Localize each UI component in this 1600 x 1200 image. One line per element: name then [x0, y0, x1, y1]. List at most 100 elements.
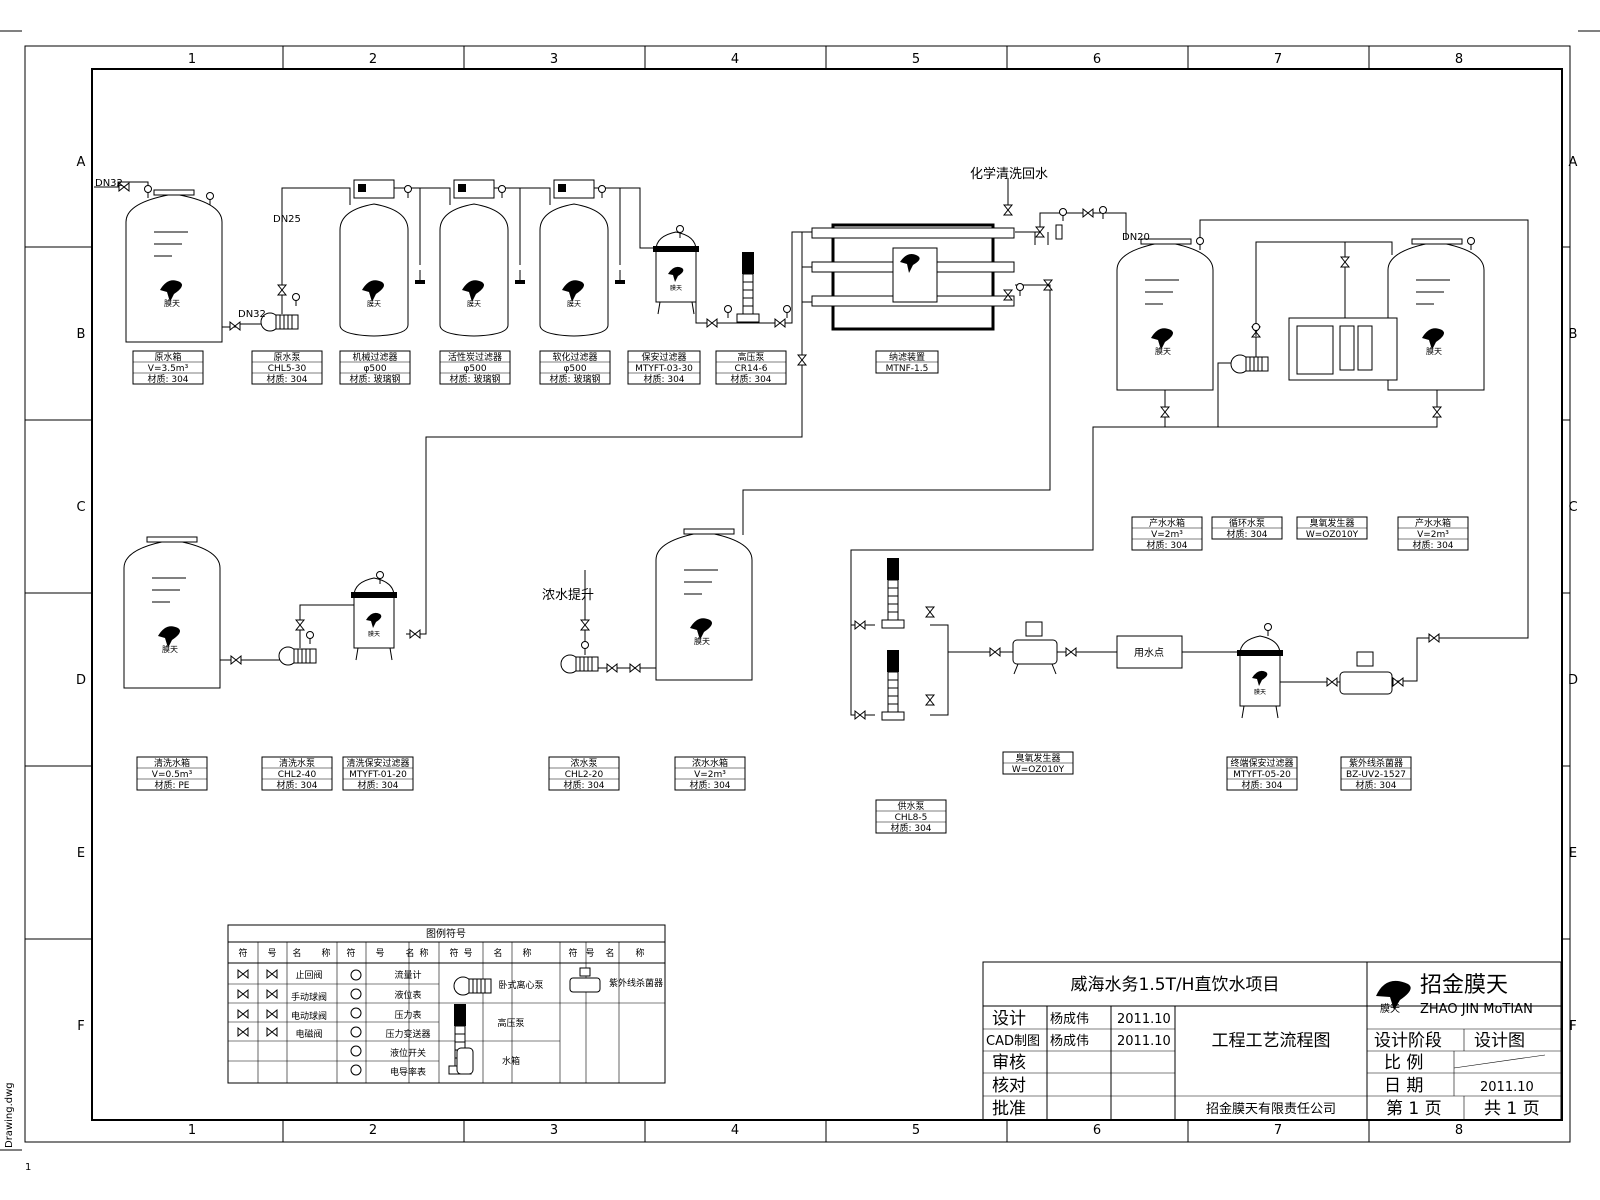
legend-col4: 紫外线杀菌器 [609, 977, 663, 989]
equipment-label-line: 软化过滤器 [552, 351, 597, 363]
equipment-label-line: V=0.5m³ [152, 770, 193, 780]
grid-row-labels-right: A B C D E F [1568, 155, 1578, 1034]
equipment-label-line: 高压泵 [737, 351, 764, 363]
signoff-name: 杨成伟 [1050, 1034, 1089, 1049]
equipment-label-line: BZ-UV2-1527 [1346, 770, 1406, 780]
equipment-label-line: 纳滤装置 [889, 351, 925, 363]
signoff-name: 杨成伟 [1050, 1012, 1089, 1027]
file-tab: Drawing.dwg [4, 1082, 15, 1148]
product-tank-symbol [1116, 241, 1214, 391]
equipment-label-line: 终端保安过滤器 [1230, 757, 1293, 769]
page-label: 第 1 页 [1386, 1099, 1442, 1119]
equipment-label-line: 原水箱 [154, 351, 181, 363]
equipment-symbols: 用水点 [118, 179, 1485, 721]
grid-col-labels-top: 1 2 3 4 5 6 7 8 [188, 52, 1463, 67]
col-label: 4 [731, 1123, 739, 1138]
equipment-label-line: 紫外线杀菌器 [1349, 757, 1403, 769]
equipment-label-line: 材质: 304 [1412, 539, 1453, 551]
legend-header: 名 [292, 947, 301, 959]
raw-tank-symbol [125, 193, 223, 343]
signoff-label: 批准 [992, 1099, 1026, 1119]
water-point-label: 用水点 [1134, 647, 1164, 659]
legend-item-hp-pump: 高压泵 [497, 1017, 524, 1029]
company-full: 招金膜天有限责任公司 [1206, 1101, 1336, 1117]
legend-item-flowmeter: 流量计 [394, 969, 421, 981]
equipment-label-line: MTYFT-03-30 [635, 364, 693, 374]
equipment-label-line: 材质: 304 [563, 779, 604, 791]
legend-header: 名 [493, 947, 502, 959]
col-label: 3 [550, 1123, 558, 1138]
equipment-label-line: MTYFT-05-20 [1233, 770, 1291, 780]
equipment-label-line: 材质: 304 [730, 373, 771, 385]
legend-item-level-gauge: 液位表 [394, 989, 421, 1001]
col-label: 5 [912, 1123, 920, 1138]
equipment-label-line: W=OZ010Y [1012, 765, 1065, 775]
equipment-label-line: CHL2-20 [565, 770, 604, 780]
signoff-label: 设计 [992, 1009, 1026, 1029]
chem-return-label: 化学清洗回水 [970, 166, 1048, 182]
legend-col1: 止回阀 手动球阀 电动球阀 电磁阀 [291, 969, 327, 1040]
grid-ticks [25, 46, 1570, 1142]
row-label: C [1568, 500, 1577, 515]
row-label: E [77, 846, 85, 861]
product-tank-2-symbol [1387, 241, 1485, 391]
row-label: B [77, 327, 86, 342]
signoff-label: 核对 [992, 1076, 1026, 1096]
col-label: 1 [188, 1123, 196, 1138]
legend-item-solenoid-valve: 电磁阀 [295, 1028, 322, 1040]
signoff-date: 2011.10 [1117, 1034, 1171, 1049]
equipment-label-line: 清洗保安过滤器 [346, 757, 409, 769]
equipment-label-line: 活性炭过滤器 [448, 351, 502, 363]
grid-row-labels-left: A B C D E F [76, 155, 86, 1034]
col-label: 2 [369, 52, 377, 67]
legend-header: 符 [449, 947, 458, 959]
row-label: F [1569, 1019, 1576, 1034]
row-label: D [76, 673, 86, 688]
legend-item-check-valve: 止回阀 [295, 969, 322, 981]
signoff-label: CAD制图 [986, 1034, 1040, 1049]
equipment-label-line: 材质: 304 [276, 779, 317, 791]
legend-item-manual-valve: 手动球阀 [291, 991, 327, 1003]
equipment-label-line: 材质: 304 [689, 779, 730, 791]
pipe-label: DN25 [273, 214, 301, 225]
col-label: 5 [912, 52, 920, 67]
legend-header: 名 [605, 947, 614, 959]
equipment-label-line: CHL5-30 [268, 364, 307, 374]
date-value: 2011.10 [1480, 1080, 1534, 1095]
equipment-label-line: 材质: 304 [890, 822, 931, 834]
equipment-label-line: 材质: 304 [1226, 528, 1267, 540]
col-label: 1 [188, 52, 196, 67]
stage-value: 设计图 [1474, 1031, 1525, 1051]
company-name-cn: 招金膜天 [1420, 973, 1508, 998]
col-label: 7 [1274, 52, 1282, 67]
equipment-label-line: φ500 [563, 364, 586, 374]
equipment-label-line: CHL2-40 [278, 770, 317, 780]
equipment-label-line: 供水泵 [897, 800, 924, 812]
equipment-label-line: 材质: 玻璃钢 [350, 373, 401, 385]
legend-header: 号 [463, 948, 472, 959]
legend-item-pressure-transmitter: 压力变送器 [385, 1028, 430, 1040]
circ-pump-symbol [1230, 354, 1269, 374]
equipment-label-line: 臭氧发生器 [1015, 752, 1060, 764]
equipment-label-line: 材质: 304 [1241, 779, 1282, 791]
equipment-label-line: 材质: 玻璃钢 [450, 373, 501, 385]
clean-pump-symbol [278, 646, 317, 666]
equipment-label-line: 原水泵 [273, 351, 300, 363]
legend-item-uv: 紫外线杀菌器 [609, 977, 663, 989]
legend-item-electric-valve: 电动球阀 [291, 1010, 327, 1022]
col-label: 4 [731, 52, 739, 67]
title-block: 威海水务1.5T/H直饮水项目 膜天 招金膜天 ZHAO JIN MoTIAN … [982, 961, 1562, 1121]
